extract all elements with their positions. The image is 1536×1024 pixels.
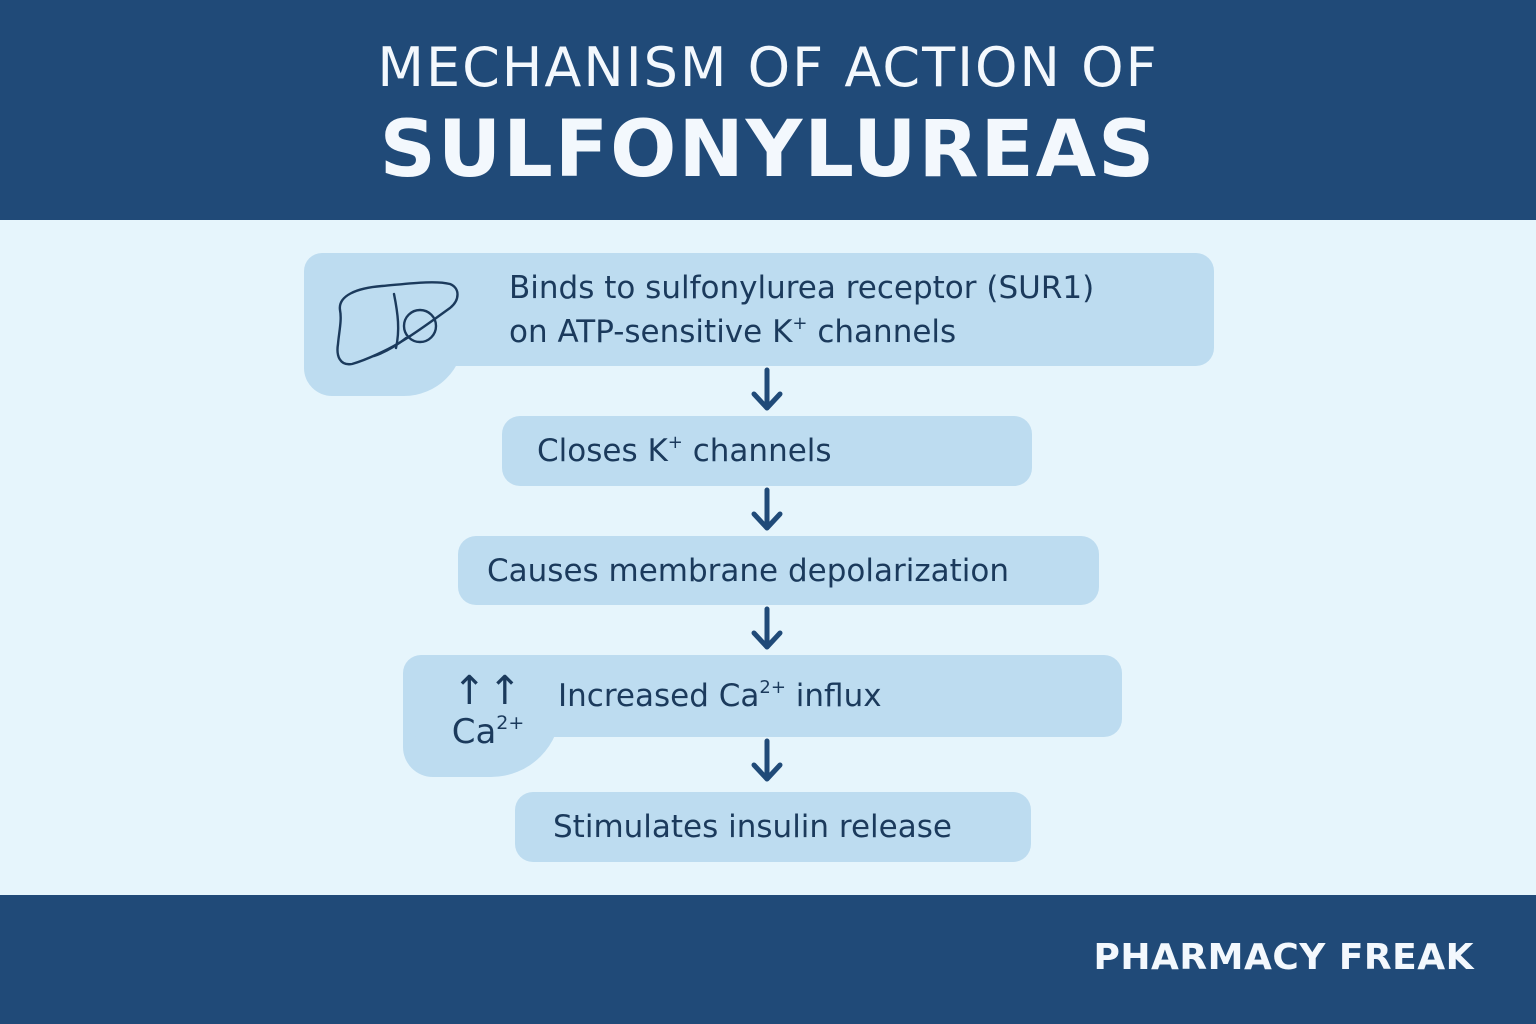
step-2-box: Closes K+ channels [502,416,1032,486]
step-5-text: Stimulates insulin release [553,809,952,845]
up-arrows-icon: ↑↑ [452,668,524,714]
step-2-text: Closes K+ channels [537,432,832,469]
title-line-1: MECHANISM OF ACTION OF [377,36,1159,99]
step-1-line-2: on ATP-sensitive K+ channels [509,312,957,350]
step-3-text: Causes membrane depolarization [487,552,1009,589]
step-1-line-1: Binds to sulfonylurea receptor (SUR1) [509,269,1095,306]
calcium-icon-label: Ca2+ [451,712,525,752]
arrow-down-1 [751,367,783,411]
title-line-2: SULFONYLUREAS [379,105,1157,195]
step-3-box: Causes membrane depolarization [458,536,1099,605]
step-5-box: Stimulates insulin release [515,792,1031,862]
calcium-up-icon: ↑↑ Ca2+ [438,670,538,752]
step-4-box: Increased Ca2+ influx [403,655,1122,737]
step-1-box: Binds to sulfonylurea receptor (SUR1) on… [304,253,1214,366]
arrow-down-3 [751,606,783,650]
liver-icon [336,281,459,366]
brand-logo-text: PHARMACY FREAK [1093,937,1474,978]
arrow-down-4 [751,738,783,782]
step-1-text: Binds to sulfonylurea receptor (SUR1) on… [509,266,1094,354]
step-4-text: Increased Ca2+ influx [558,677,882,714]
header-banner: MECHANISM OF ACTION OF SULFONYLUREAS [0,0,1536,220]
footer-banner: PHARMACY FREAK [0,895,1536,1024]
arrow-down-2 [751,487,783,531]
